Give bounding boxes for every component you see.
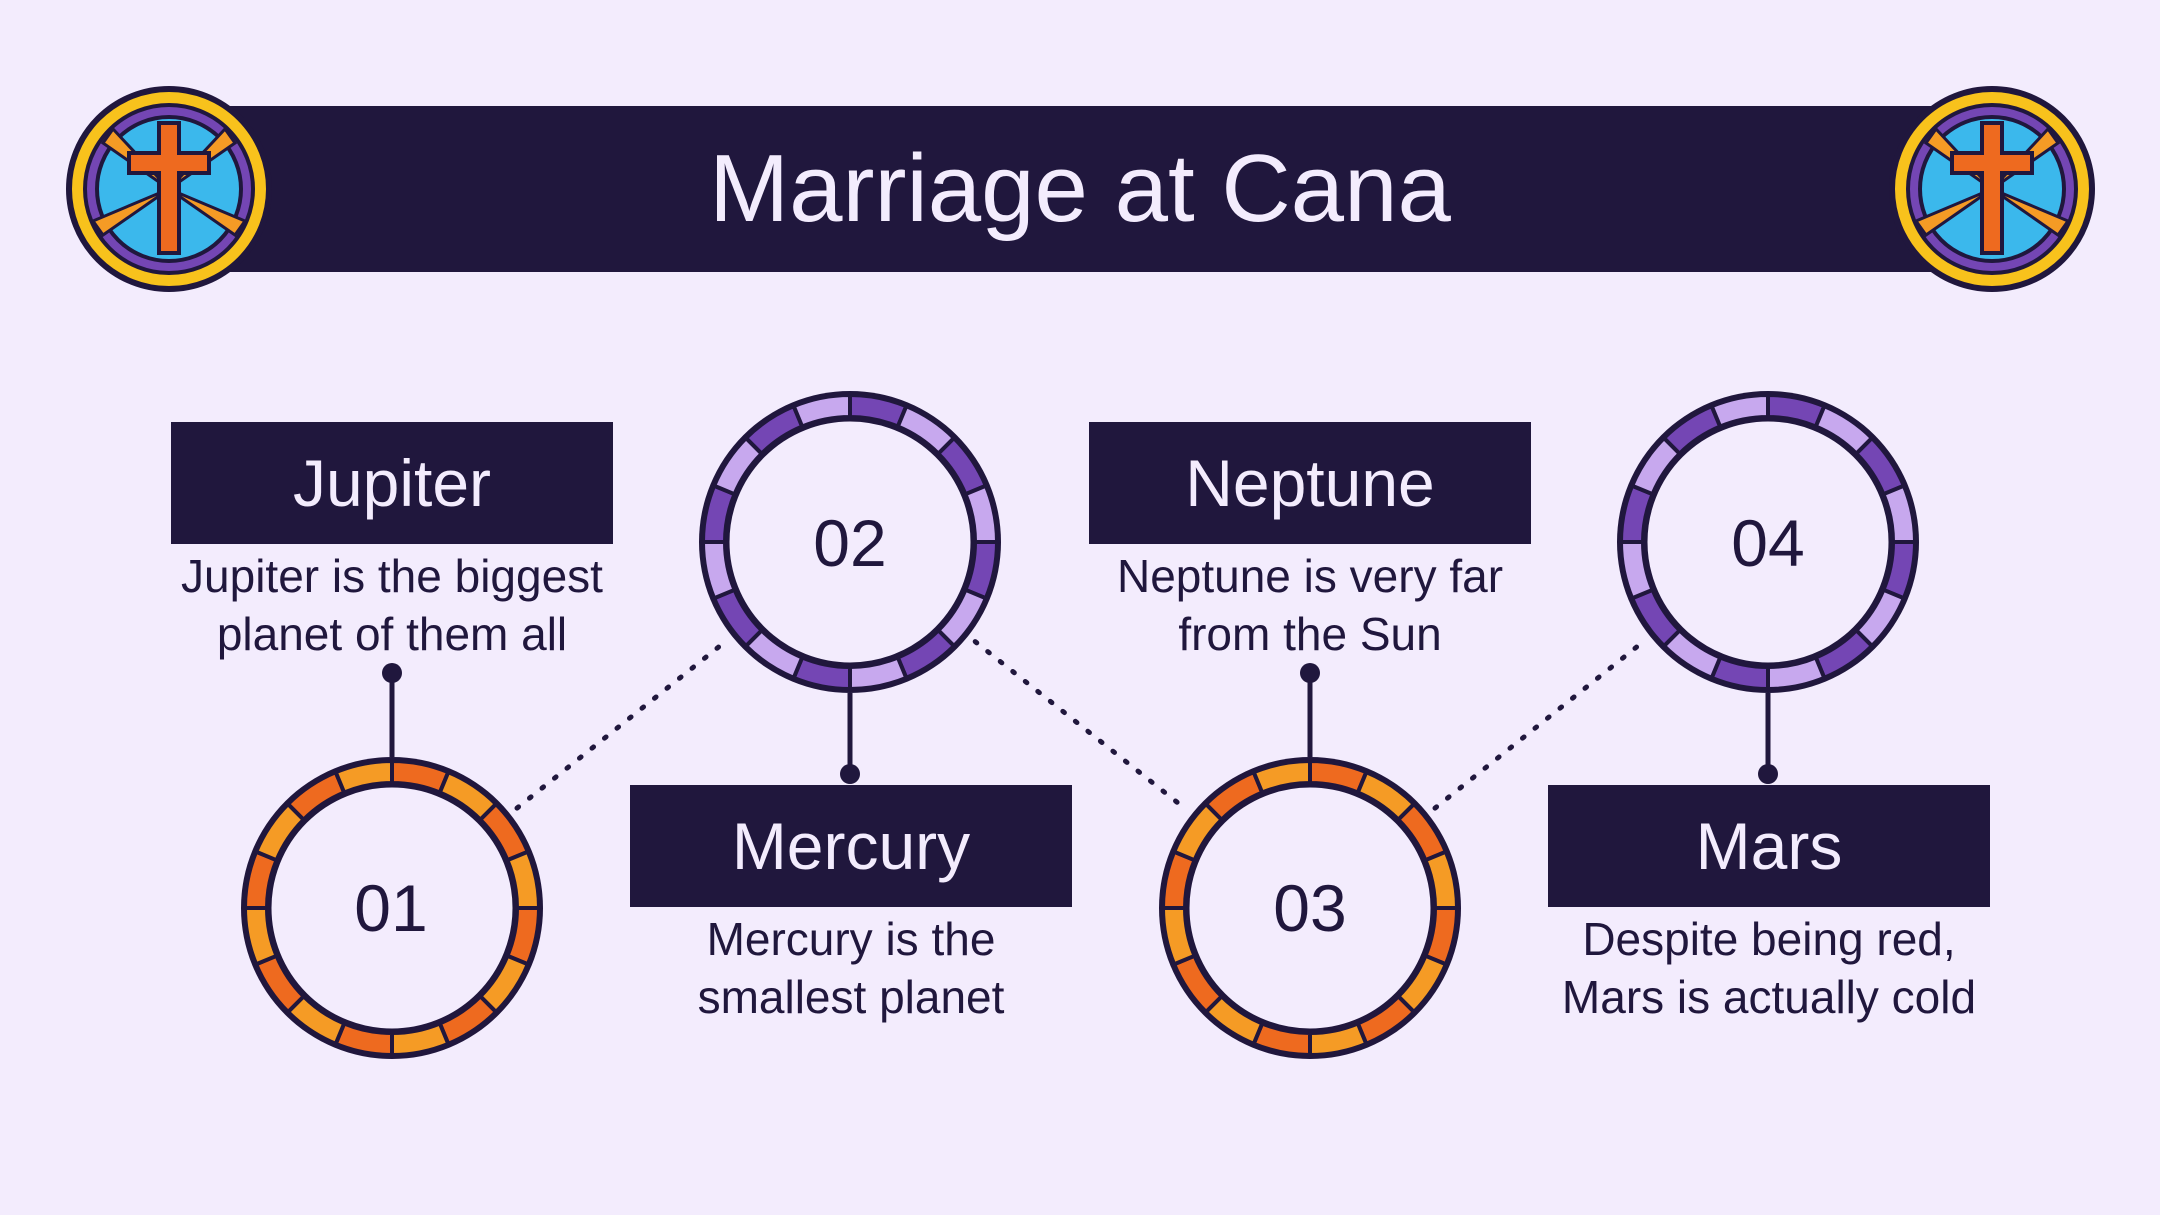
item-description: Mercury is the smallest planet: [697, 913, 1005, 1023]
stem-dot: [840, 764, 860, 784]
dotted-connector: [514, 639, 728, 811]
ring-02: [699, 391, 1001, 693]
label-box-jupiter: Jupiter: [171, 422, 613, 544]
label-box-neptune: Neptune: [1089, 422, 1531, 544]
item-description: Jupiter is the biggest planet of them al…: [181, 550, 603, 660]
ring-01: [241, 757, 543, 1059]
item-description: Neptune is very far from the Sun: [1116, 550, 1504, 660]
ring-03: [1159, 757, 1461, 1059]
rings: [241, 391, 1919, 1059]
item-number: 01: [354, 871, 428, 945]
item-label: Neptune: [1185, 446, 1435, 520]
title-bar: Marriage at Cana: [228, 106, 1932, 272]
item-description: Despite being red, Mars is actually cold: [1561, 913, 1977, 1023]
stem-dot: [1758, 764, 1778, 784]
label-box-mercury: Mercury: [630, 785, 1072, 907]
item-label: Mercury: [731, 809, 971, 883]
stem-lines: [382, 663, 1778, 784]
item-label: Jupiter: [292, 446, 492, 520]
dotted-connectors: [514, 639, 1646, 811]
dotted-connector: [1432, 639, 1646, 811]
item-number: 04: [1731, 506, 1805, 580]
label-box-mars: Mars: [1548, 785, 1990, 907]
ring-04: [1617, 391, 1919, 693]
item-number: 03: [1273, 871, 1347, 945]
page-title: Marriage at Cana: [709, 135, 1451, 242]
dotted-connector: [972, 639, 1188, 811]
stained-glass-cross-icon: [63, 83, 275, 295]
stem-dot: [382, 663, 402, 683]
stained-glass-cross-icon: [1886, 83, 2098, 295]
item-number: 02: [813, 506, 887, 580]
stem-dot: [1300, 663, 1320, 683]
item-label: Mars: [1695, 809, 1843, 883]
